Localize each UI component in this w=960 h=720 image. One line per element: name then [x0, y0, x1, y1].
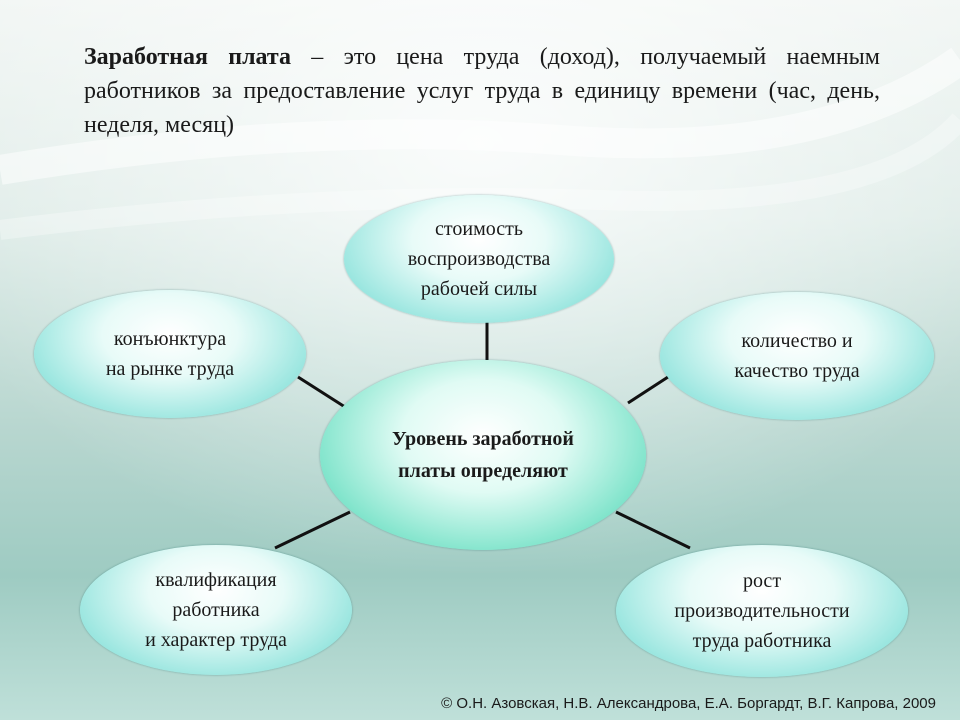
factor-label: количество и качество труда: [734, 330, 860, 382]
connector-bottom-right: [615, 510, 691, 550]
connector-bottom-left: [274, 510, 351, 550]
center-label: Уровень заработной платы определяют: [392, 428, 574, 482]
factor-labor-reproduction-cost: стоимость воспроизводства рабочей силы: [344, 195, 614, 323]
factor-productivity-growth: рост производительности труда работника: [616, 545, 908, 677]
definition-term: Заработная плата: [84, 44, 292, 70]
central-wage-level-node: Уровень заработной платы определяют: [320, 360, 646, 550]
factor-label: квалификация работника и характер труда: [145, 569, 287, 651]
factor-labor-quantity-quality: количество и качество труда: [660, 292, 934, 420]
connector-left: [297, 375, 346, 409]
factor-label: конъюнктура на рынке труда: [105, 328, 235, 380]
definition-body: – это цена труда (доход), получаемый нае…: [84, 44, 880, 138]
connector-right: [627, 375, 669, 405]
factor-label: рост производительности труда работника: [674, 570, 850, 652]
factor-label: стоимость воспроизводства рабочей силы: [407, 218, 551, 300]
factor-worker-qualification: квалификация работника и характер труда: [80, 545, 352, 675]
copyright-footer: © О.Н. Азовская, Н.В. Александрова, Е.А.…: [441, 695, 936, 712]
definition-text: Заработная плата – это цена труда (доход…: [84, 40, 880, 142]
factor-labor-market-conditions: конъюнктура на рынке труда: [34, 290, 306, 418]
